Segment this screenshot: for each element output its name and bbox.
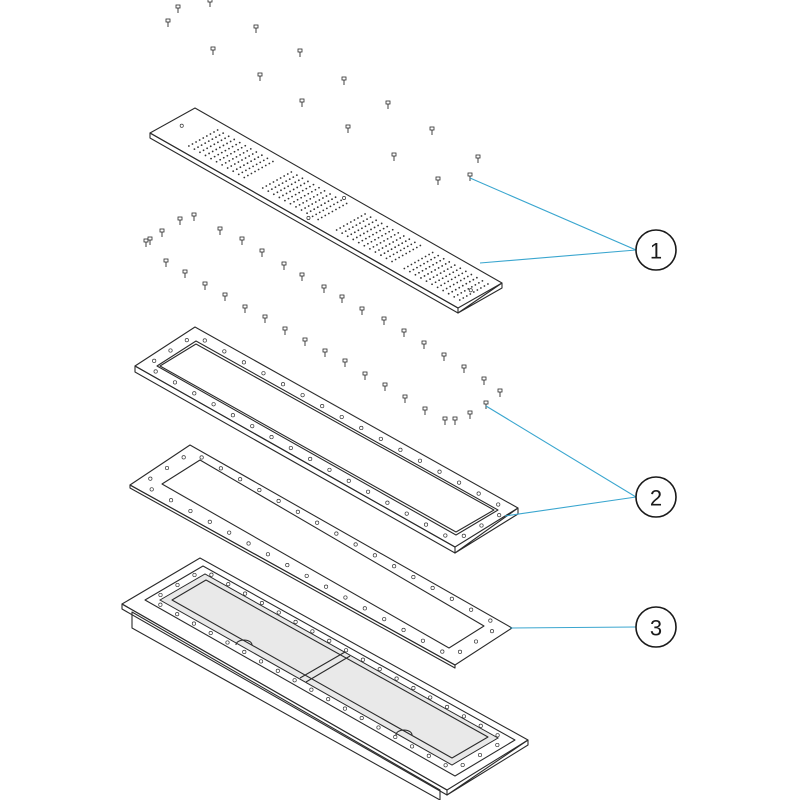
screw — [147, 236, 153, 245]
callout-2: 2 — [635, 476, 677, 518]
screw — [281, 261, 287, 270]
screw — [435, 176, 441, 185]
screw — [391, 152, 397, 161]
screw — [175, 4, 181, 13]
screw — [402, 394, 408, 403]
callout-1-label: 1 — [650, 239, 662, 264]
screw — [497, 388, 503, 397]
screw — [362, 371, 368, 380]
screw — [202, 281, 208, 290]
screw — [483, 400, 489, 409]
gasket-frame — [134, 326, 519, 554]
screw — [282, 326, 288, 335]
frame-screw-set — [143, 212, 503, 425]
screw — [299, 98, 305, 107]
screw — [321, 284, 327, 293]
housing-tray — [121, 557, 529, 800]
screw — [421, 340, 427, 349]
screw — [217, 226, 223, 235]
screw — [359, 306, 365, 315]
screw — [382, 382, 388, 391]
screw — [297, 48, 303, 57]
nozzle-plate — [149, 107, 503, 314]
screw — [481, 376, 487, 385]
screw — [257, 72, 263, 81]
tray-bolt-holes — [158, 572, 500, 768]
screw — [401, 328, 407, 337]
leader-lines — [469, 177, 637, 629]
screw — [222, 292, 228, 301]
screw — [165, 18, 171, 27]
screw — [143, 238, 149, 247]
screw — [467, 172, 473, 181]
callout-3-label: 3 — [650, 616, 662, 641]
screw — [341, 76, 347, 85]
screw — [452, 416, 458, 425]
screw — [442, 416, 448, 425]
screw — [210, 46, 216, 55]
top-screw-set — [165, 0, 481, 185]
screw — [467, 410, 473, 419]
gasket-bolt-holes — [148, 455, 495, 654]
screw — [381, 316, 387, 325]
screw — [429, 126, 435, 135]
screw — [242, 304, 248, 313]
plate-screw-holes — [179, 123, 473, 293]
frame-bolt-holes — [152, 338, 502, 538]
screw — [159, 228, 165, 237]
screw — [253, 24, 259, 33]
screw — [207, 0, 213, 7]
screw — [342, 358, 348, 367]
screw — [461, 364, 467, 373]
screw — [339, 294, 345, 303]
screw — [191, 212, 197, 221]
screw — [177, 216, 183, 225]
screw — [422, 406, 428, 415]
nozzle-hole-grid — [187, 129, 489, 301]
screw — [302, 337, 308, 346]
screw — [441, 352, 447, 361]
screw — [163, 258, 169, 267]
screw — [259, 248, 265, 257]
screw — [182, 269, 188, 278]
screw — [345, 124, 351, 133]
screw — [299, 272, 305, 281]
screw — [475, 154, 481, 163]
screw — [385, 100, 391, 109]
screw — [322, 348, 328, 357]
screw — [239, 236, 245, 245]
callout-1: 1 — [635, 229, 677, 271]
screw — [262, 314, 268, 323]
callout-2-label: 2 — [650, 486, 662, 511]
callout-3: 3 — [635, 606, 677, 648]
